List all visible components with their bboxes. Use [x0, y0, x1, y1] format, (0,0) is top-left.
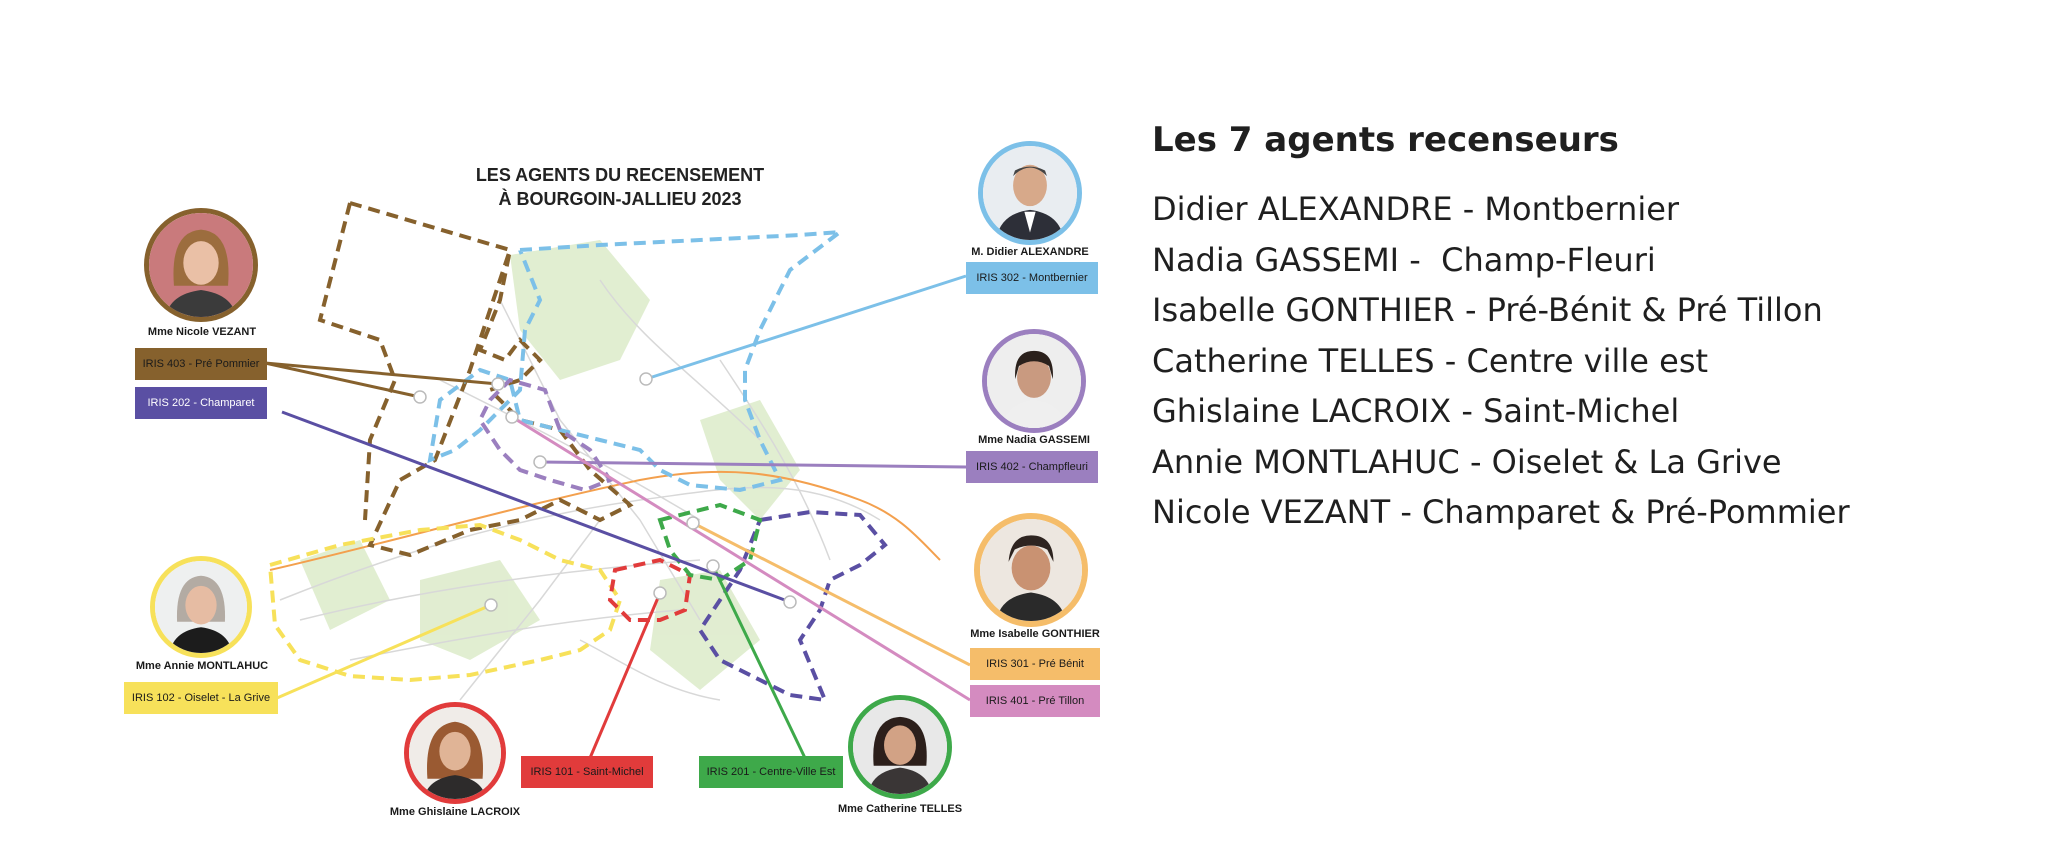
leader-line-402 [539, 460, 967, 469]
agent-photo-catherine-telles [848, 695, 952, 799]
iris-label-302: IRIS 302 - Montbernier [966, 262, 1098, 294]
map-markers [413, 372, 797, 612]
iris-label-201: IRIS 201 - Centre-Ville Est [699, 756, 843, 788]
leader-lines [264, 274, 971, 759]
person-icon [987, 334, 1081, 428]
boundary-iris-102 [267, 522, 623, 683]
agents-list-item: Isabelle GONTHIER - Pré-Bénit & Pré Till… [1152, 291, 1823, 329]
agent-name-nadia-gassemi: Mme Nadia GASSEMI [978, 434, 1090, 446]
person-icon [980, 519, 1082, 621]
agents-list-item: Didier ALEXANDRE - Montbernier [1152, 190, 1680, 228]
leader-line-101 [588, 592, 662, 759]
agents-list-item: Nicole VEZANT - Champaret & Pré-Pommier [1152, 493, 1850, 531]
person-icon [983, 146, 1077, 240]
person-icon [853, 700, 947, 794]
agent-photo-ghislaine-lacroix [404, 702, 506, 804]
agents-list-item: Annie MONTLAHUC - Oiselet & La Grive [1152, 442, 1782, 481]
agent-photo-isabelle-gonthier [974, 513, 1088, 627]
boundary-iris-402 [477, 377, 614, 493]
agent-name-catherine-telles: Mme Catherine TELLES [837, 803, 963, 815]
agents-list-item: Catherine TELLES - Centre ville est [1152, 341, 1709, 380]
agent-name-ghislaine-lacroix: Mme Ghislaine LACROIX [389, 806, 521, 818]
person-icon [409, 707, 501, 799]
map-title-line1: LES AGENTS DU RECENSEMENT [475, 165, 765, 185]
iris-label-403: IRIS 403 - Pré Pommier [135, 348, 267, 380]
person-icon [155, 561, 247, 653]
agents-list: Didier ALEXANDRE - Montbernier Nadia GAS… [1152, 184, 2012, 538]
leader-line-403a [264, 361, 421, 399]
leader-line-102 [276, 603, 492, 700]
person-icon [149, 213, 253, 317]
leader-line-302 [645, 274, 967, 381]
agent-name-nicole-vezant: Mme Nicole VEZANT [147, 326, 257, 338]
map-title: LES AGENTS DU RECENSEMENT À BOURGOIN-JAL… [420, 163, 820, 211]
census-map-figure: LES AGENTS DU RECENSEMENT À BOURGOIN-JAL… [124, 141, 1100, 818]
iris-label-202: IRIS 202 - Champaret [135, 387, 267, 419]
agent-name-annie-montlahuc: Mme Annie MONTLAHUC [135, 660, 269, 672]
boundary-iris-403 [349, 201, 634, 558]
boundary-iris-202 [697, 509, 888, 703]
agent-name-isabelle-gonthier: Mme Isabelle GONTHIER [970, 628, 1100, 640]
leader-line-201 [711, 565, 807, 759]
agent-photo-nicole-vezant [144, 208, 258, 322]
panel-heading: Les 7 agents recenseurs [1152, 120, 1619, 160]
boundary-iris-201 [657, 502, 763, 583]
main-road [269, 470, 941, 571]
agents-list-item: Ghislaine LACROIX - Saint-Michel [1152, 392, 1680, 430]
leader-line-202 [281, 410, 791, 604]
iris-label-101: IRIS 101 - Saint-Michel [521, 756, 653, 788]
agent-photo-annie-montlahuc [150, 556, 252, 658]
map-title-line2: À BOURGOIN-JALLIEU 2023 [498, 189, 742, 209]
boundary-iris-302 [427, 229, 847, 493]
boundary-iris-101 [607, 557, 693, 622]
agent-name-didier-alexandre: M. Didier ALEXANDRE [971, 246, 1089, 258]
iris-label-102: IRIS 102 - Oiselet - La Grive [124, 682, 278, 714]
agent-photo-nadia-gassemi [982, 329, 1086, 433]
city-map [264, 201, 971, 759]
agent-photo-didier-alexandre [978, 141, 1082, 245]
leader-line-401 [511, 415, 971, 702]
agents-list-panel: Les 7 agents recenseurs Didier ALEXANDRE… [1152, 116, 2012, 538]
iris-label-402: IRIS 402 - Champfleuri [966, 451, 1098, 483]
iris-boundaries [267, 201, 888, 703]
leader-line-403b [264, 361, 499, 386]
leader-line-301 [692, 521, 971, 667]
agents-list-item: Nadia GASSEMI - Champ-Fleuri [1152, 240, 1656, 279]
iris-label-301: IRIS 301 - Pré Bénit [970, 648, 1100, 680]
iris-label-401: IRIS 401 - Pré Tillon [970, 685, 1100, 717]
